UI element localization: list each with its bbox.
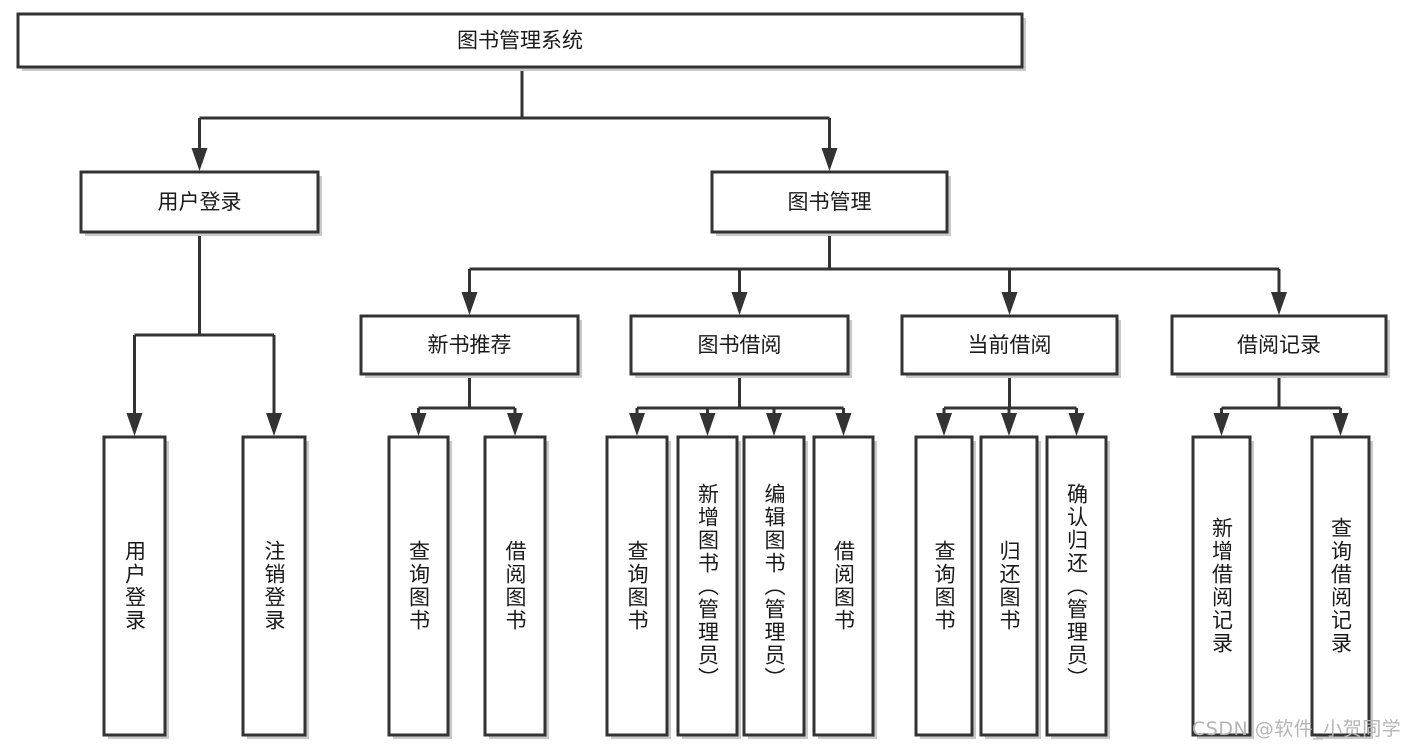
- node-box-user-login[interactable]: [79, 170, 320, 234]
- node-label-user-login: 用户登录: [158, 190, 242, 214]
- arrow-head-icon: [1068, 413, 1085, 436]
- node-box-leaf-edit-book[interactable]: [742, 435, 806, 737]
- node-label-book-management: 图书管理: [788, 190, 872, 214]
- arrow-head-icon: [821, 148, 838, 171]
- node-box-leaf-query-book-rec[interactable]: [387, 435, 450, 737]
- arrow-head-icon: [1271, 292, 1287, 315]
- node-box-leaf-confirm-return[interactable]: [1045, 435, 1108, 737]
- arrow-head-icon: [461, 292, 478, 315]
- arrow-head-icon: [835, 413, 852, 436]
- node-boxes-group: [16, 12, 1390, 739]
- node-box-leaf-add-book[interactable]: [676, 435, 739, 737]
- arrow-head-icon: [1332, 413, 1349, 436]
- arrow-head-icon: [126, 413, 143, 436]
- arrow-head-icon: [191, 148, 208, 171]
- node-box-leaf-borrow-book-rec[interactable]: [483, 435, 547, 737]
- arrow-head-icon: [731, 292, 748, 315]
- node-box-leaf-user-login[interactable]: [102, 435, 167, 737]
- arrow-head-icon: [507, 413, 523, 436]
- node-box-current-borrow[interactable]: [900, 314, 1119, 376]
- node-label-book-borrow: 图书借阅: [698, 333, 782, 357]
- node-box-book-management[interactable]: [710, 170, 949, 234]
- arrow-head-icon: [410, 413, 427, 436]
- node-box-new-book-recommend[interactable]: [359, 314, 580, 376]
- node-box-leaf-borrow-book[interactable]: [812, 435, 875, 737]
- arrow-head-icon: [936, 413, 952, 436]
- node-label-current-borrow: 当前借阅: [968, 333, 1052, 357]
- arrow-head-icon: [699, 413, 716, 436]
- node-box-leaf-query-borrow-record[interactable]: [1310, 435, 1371, 737]
- arrow-head-icon: [266, 413, 282, 436]
- node-box-leaf-add-borrow-record[interactable]: [1191, 435, 1252, 737]
- csdn-watermark: CSDN @软件_小贺同学: [1192, 718, 1402, 740]
- node-label-new-book-recommend: 新书推荐: [428, 333, 512, 357]
- arrow-head-icon: [1001, 413, 1017, 436]
- arrow-head-icon: [629, 413, 645, 436]
- connector-lines-group: [126, 67, 1349, 436]
- node-box-root[interactable]: [16, 12, 1024, 69]
- node-box-leaf-logout[interactable]: [241, 435, 307, 737]
- node-label-root: 图书管理系统: [457, 29, 583, 53]
- node-box-borrow-record[interactable]: [1170, 314, 1388, 376]
- node-box-leaf-return-book[interactable]: [979, 435, 1039, 737]
- arrow-head-icon: [1213, 413, 1230, 436]
- node-box-leaf-query-book-borrow[interactable]: [605, 435, 669, 737]
- node-box-book-borrow[interactable]: [629, 314, 850, 376]
- node-label-borrow-record: 借阅记录: [1237, 333, 1321, 357]
- node-box-leaf-query-book-cur[interactable]: [914, 435, 974, 737]
- arrow-head-icon: [766, 413, 782, 436]
- arrow-head-icon: [1001, 292, 1018, 315]
